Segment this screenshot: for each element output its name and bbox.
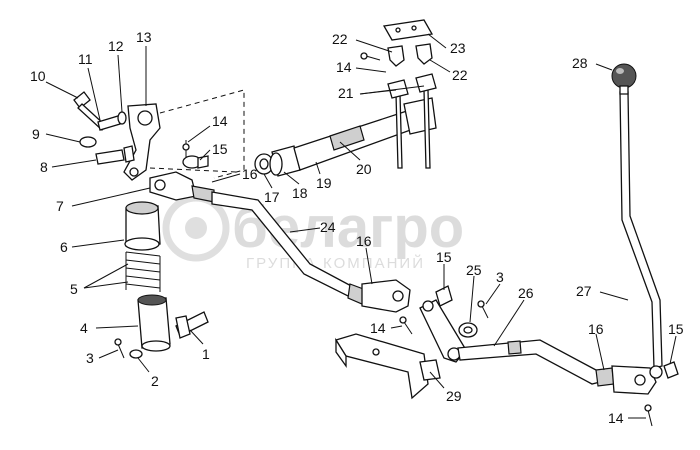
callout-labels: 1 2 3 4 5 6 7 8 9 10 11 12 13 14 14 14 1… — [30, 29, 684, 426]
callout-5: 5 — [70, 281, 78, 297]
callout-10: 10 — [30, 68, 46, 84]
callout-17: 17 — [264, 189, 280, 205]
callout-14-bottom-right: 14 — [608, 410, 624, 426]
part-pin-14-top — [360, 52, 381, 61]
parts-drawing — [73, 19, 679, 427]
callout-23: 23 — [450, 40, 466, 56]
callout-27: 27 — [576, 283, 592, 299]
part-washer-25 — [458, 322, 478, 338]
part-clevis-16-right — [595, 365, 657, 395]
callout-21: 21 — [338, 85, 354, 101]
callout-25: 25 — [466, 262, 482, 278]
part-screw-11 — [97, 111, 127, 131]
callout-15-right: 15 — [668, 321, 684, 337]
part-clevis-16-middle — [361, 279, 411, 313]
watermark-logo-dot — [185, 217, 207, 239]
callout-7: 7 — [56, 198, 64, 214]
part-yoke-7 — [149, 171, 215, 203]
part-washer-2 — [129, 349, 143, 359]
part-pin-14-bottom-right — [644, 404, 653, 427]
callout-8: 8 — [40, 159, 48, 175]
callout-3-middle: 3 — [496, 269, 504, 285]
part-gear-lever-27 — [619, 91, 663, 379]
callout-15-middle: 15 — [436, 249, 452, 265]
callout-18: 18 — [292, 185, 308, 201]
part-cover-6 — [124, 201, 161, 251]
part-bushing-18 — [269, 145, 301, 177]
callout-16-right: 16 — [588, 321, 604, 337]
callout-13: 13 — [136, 29, 152, 45]
callout-2: 2 — [151, 373, 159, 389]
part-pin-3-left — [114, 338, 125, 359]
part-pin-15-top-left — [182, 155, 209, 169]
part-plate-23 — [382, 19, 434, 41]
part-bolt-15-right — [663, 361, 679, 379]
callout-14-top-left: 14 — [212, 113, 228, 129]
callout-4: 4 — [80, 320, 88, 336]
callout-19: 19 — [316, 175, 332, 191]
part-bolt-8 — [95, 145, 135, 165]
callout-16-left: 16 — [242, 166, 258, 182]
part-selector-22-right — [415, 43, 433, 65]
part-spring-5 — [125, 251, 161, 292]
part-bolt-1 — [175, 311, 209, 339]
callout-1: 1 — [202, 346, 210, 362]
callout-28: 28 — [572, 55, 588, 71]
callout-22-right: 22 — [452, 67, 468, 83]
callout-22-left: 22 — [332, 31, 348, 47]
callout-12: 12 — [108, 38, 124, 54]
callout-24: 24 — [320, 219, 336, 235]
callout-9: 9 — [32, 126, 40, 142]
part-pin-14-top-left — [182, 140, 190, 160]
callout-15-top-left: 15 — [212, 141, 228, 157]
callout-14-middle: 14 — [370, 320, 386, 336]
callout-6: 6 — [60, 239, 68, 255]
part-plate-29 — [334, 333, 441, 400]
part-housing-4 — [137, 294, 171, 352]
callout-29: 29 — [446, 388, 462, 404]
part-knob-28 — [611, 63, 637, 95]
watermark-tagline: ГРУППА КОМПАНИЙ — [246, 254, 425, 272]
part-rod-26 — [457, 339, 601, 385]
callout-20: 20 — [356, 161, 372, 177]
watermark: белагро ГРУППА КОМПАНИЙ — [162, 194, 464, 272]
part-pin-14-middle — [399, 316, 413, 335]
part-bracket-13 — [123, 103, 161, 181]
callout-14-top: 14 — [336, 59, 352, 75]
part-pin-3-middle — [477, 300, 489, 319]
part-selector-22-left — [387, 45, 405, 67]
callout-16-middle: 16 — [356, 233, 372, 249]
part-lever-arm — [419, 299, 467, 363]
part-shaft-20 — [293, 97, 437, 171]
part-washer-9 — [79, 136, 97, 148]
callout-11: 11 — [78, 51, 93, 67]
callout-26: 26 — [518, 285, 534, 301]
callout-3-left: 3 — [86, 350, 94, 366]
leader-lines — [45, 33, 677, 419]
part-shift-rods-21 — [387, 73, 437, 169]
